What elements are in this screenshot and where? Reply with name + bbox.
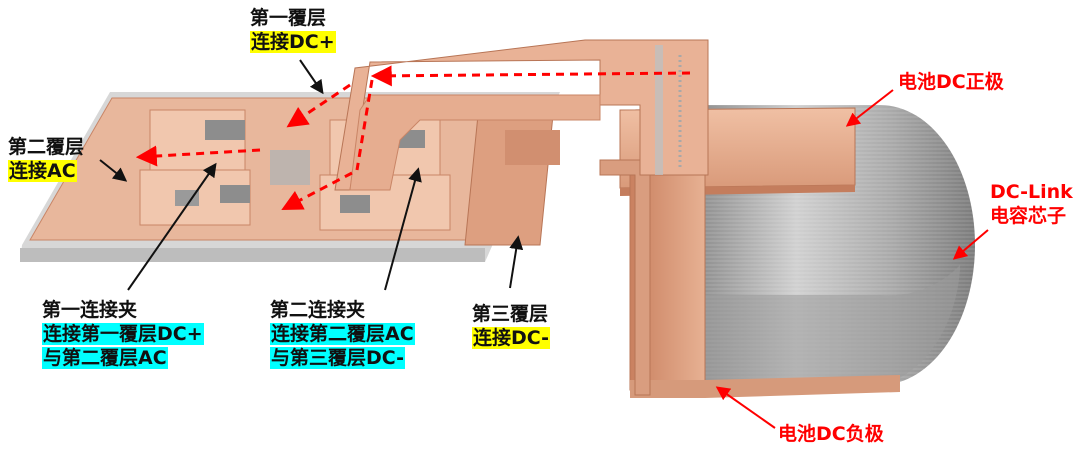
label-second-layer-note: 连接AC	[8, 160, 77, 182]
label-dclink-line2: 电容芯子	[990, 205, 1067, 227]
label-second-clip-title: 第二连接夹	[270, 299, 366, 321]
label-third-layer-title: 第三覆层	[472, 303, 549, 325]
label-third-layer-note: 连接DC-	[472, 327, 551, 349]
label-first-layer: 第一覆层 连接DC+	[250, 6, 336, 54]
label-second-clip: 第二连接夹 连接第二覆层AC 与第三覆层DC-	[270, 298, 415, 370]
label-battery-negative: 电池DC负极	[778, 423, 884, 445]
label-first-clip-note1: 连接第一覆层DC+	[42, 323, 204, 345]
label-third-layer: 第三覆层 连接DC-	[472, 302, 551, 350]
current-path-arrows	[135, 65, 691, 210]
label-battery-positive: 电池DC正极	[898, 71, 1004, 93]
label-first-clip: 第一连接夹 连接第一覆层DC+ 与第二覆层AC	[42, 298, 204, 370]
label-second-layer: 第二覆层 连接AC	[8, 135, 84, 183]
label-first-layer-note: 连接DC+	[250, 31, 336, 53]
leader-arrows-black	[99, 59, 524, 291]
label-first-clip-title: 第一连接夹	[42, 299, 138, 321]
label-dclink: DC-Link 电容芯子	[990, 180, 1073, 228]
top-busbar	[334, 39, 709, 191]
leader-arrows-red	[715, 89, 989, 429]
label-second-clip-note1: 连接第二覆层AC	[270, 323, 415, 345]
label-first-clip-note2: 与第二覆层AC	[42, 347, 168, 369]
label-second-layer-title: 第二覆层	[8, 136, 85, 158]
label-first-layer-title: 第一覆层	[250, 7, 327, 29]
label-second-clip-note2: 与第三覆层DC-	[270, 347, 406, 369]
label-dclink-line1: DC-Link	[990, 181, 1073, 203]
third-layer-strip	[464, 94, 560, 246]
